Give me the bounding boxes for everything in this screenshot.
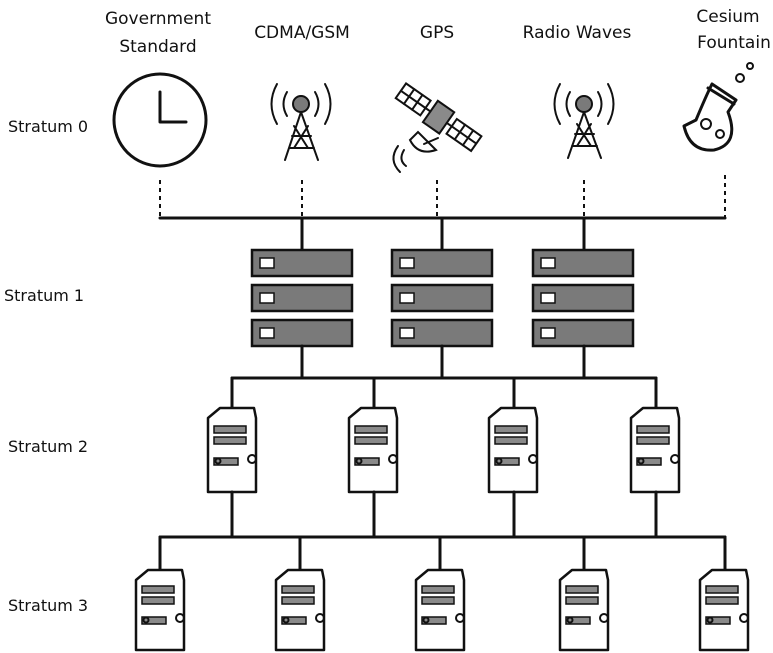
source-label-government-standard: Government bbox=[105, 9, 211, 29]
source-label-cesium-fountain: Cesium bbox=[696, 7, 759, 27]
clock-icon bbox=[112, 72, 208, 168]
stratum-3-tower-server bbox=[414, 568, 466, 652]
stratum-2-tower-server bbox=[206, 406, 258, 494]
source-label-government-standard-line2: Standard bbox=[119, 37, 196, 57]
stratum-1-rack-server bbox=[390, 248, 494, 348]
radio-tower-icon bbox=[553, 83, 615, 159]
stratum-3-uplinks bbox=[158, 535, 727, 572]
stratum-0-label: Stratum 0 bbox=[8, 117, 88, 136]
stratum-3-tower-server bbox=[274, 568, 326, 652]
stratum-2-tower-server bbox=[629, 406, 681, 494]
stratum-3-tower-server bbox=[558, 568, 610, 652]
stratum-2-tower-server bbox=[347, 406, 399, 494]
stratum-1-rack-server bbox=[250, 248, 354, 348]
satellite-icon bbox=[392, 82, 483, 173]
cell-tower-icon bbox=[270, 83, 332, 161]
stratum-2-uplinks bbox=[230, 376, 658, 410]
stratum-1-rack-server bbox=[531, 248, 635, 348]
stratum-2-label: Stratum 2 bbox=[8, 437, 88, 456]
stratum-3-tower-server bbox=[698, 568, 750, 652]
source-label-cesium-fountain-line2: Fountain bbox=[697, 33, 771, 53]
stratum-1-uplinks bbox=[300, 216, 586, 252]
source-label-gps: GPS bbox=[420, 23, 454, 43]
stratum-1-downlinks bbox=[300, 344, 586, 380]
stratum-1-label: Stratum 1 bbox=[4, 286, 84, 305]
source-label-radio-waves: Radio Waves bbox=[523, 23, 632, 43]
flask-icon bbox=[682, 62, 754, 152]
source-label-cdma-gsm: CDMA/GSM bbox=[254, 23, 350, 43]
stratum-3-label: Stratum 3 bbox=[8, 596, 88, 615]
stratum-2-tower-server bbox=[487, 406, 539, 494]
stratum-2-downlinks bbox=[230, 490, 658, 539]
stratum-3-tower-server bbox=[134, 568, 186, 652]
